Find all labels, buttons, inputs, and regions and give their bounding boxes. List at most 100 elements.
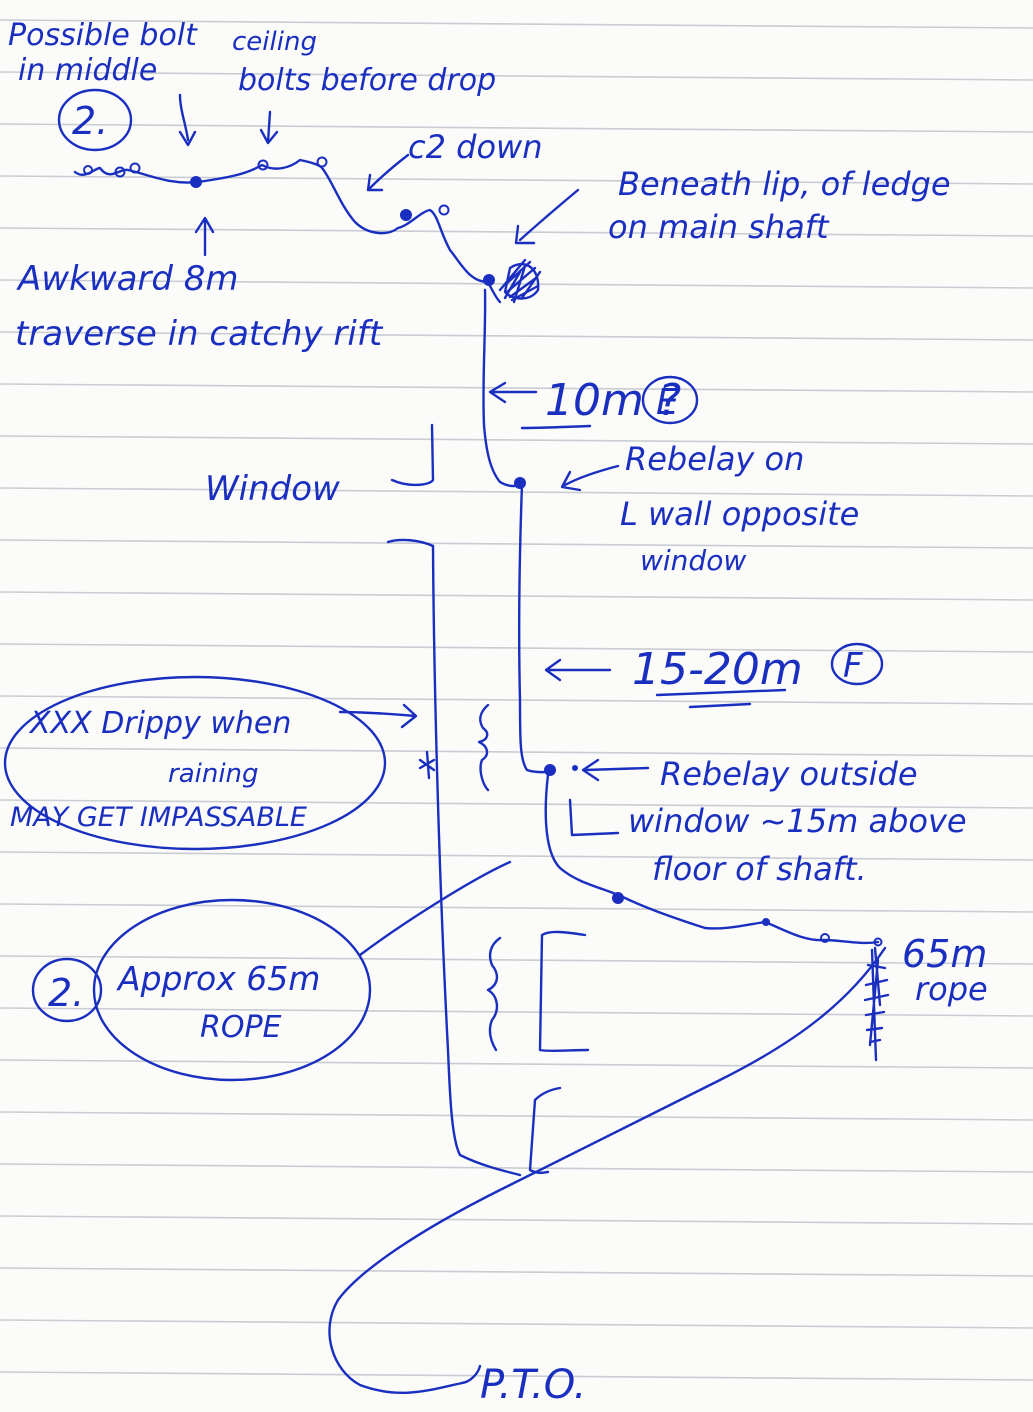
ruled-line	[0, 1163, 1033, 1173]
circle-two-top	[57, 88, 133, 152]
approx-rope-bubble	[92, 898, 372, 1082]
circle-two-top-label: 2.	[72, 99, 108, 143]
ruled-line	[0, 955, 1033, 965]
bolt	[762, 918, 770, 926]
main-rope-middle	[517, 482, 550, 774]
ruled-line	[0, 643, 1033, 653]
pto-label: P.T.O.	[480, 1362, 586, 1408]
bolt	[820, 933, 830, 943]
traverse-line	[73, 158, 490, 284]
brace-two	[486, 936, 502, 1052]
c2-down-label: c2 down	[408, 128, 542, 166]
approx-rope-pointer	[358, 860, 512, 957]
ruled-line	[0, 1371, 1033, 1381]
bolts	[83, 156, 883, 947]
label-e: E	[656, 382, 679, 423]
drippy-label: raining	[168, 759, 259, 789]
rope-65m-label: rope	[915, 970, 988, 1008]
circle-two-bottom-label: 2.	[48, 971, 84, 1015]
window-l-mark	[568, 798, 620, 837]
ceiling-bolts-label: ceiling	[232, 27, 317, 57]
ruled-line	[0, 1215, 1033, 1225]
bolt	[612, 892, 624, 904]
drippy-label: XXX Drippy when	[28, 706, 291, 741]
main-rope-upper	[482, 288, 524, 488]
brace-one	[477, 703, 490, 792]
ruled-line	[0, 331, 1033, 341]
ten-m-label: 10m ?	[545, 375, 681, 426]
xxx-marker	[418, 750, 436, 780]
bolt	[483, 274, 495, 286]
beneath-lip-label: Beneath lip, of ledge	[618, 165, 951, 203]
underline-15-20m	[655, 688, 787, 709]
bolt	[544, 764, 556, 776]
ruled-line	[0, 487, 1033, 497]
bolt	[316, 156, 328, 168]
ruled-line	[0, 1111, 1033, 1121]
ruled-line	[0, 695, 1033, 705]
window-bracket	[386, 538, 435, 548]
possible-bolt-label: Possible bolt	[8, 18, 198, 53]
ruled-line	[0, 1007, 1033, 1017]
arrow-ceiling-bolts	[259, 110, 279, 145]
ruled-line	[0, 1319, 1033, 1329]
ruled-line	[0, 851, 1033, 861]
shaft-wall-left	[431, 544, 522, 1177]
ruled-line	[0, 799, 1033, 809]
awkward-label: traverse in catchy rift	[15, 314, 384, 354]
arrow-rebelay-window	[581, 758, 650, 782]
ruled-line	[0, 539, 1033, 549]
ledge-blob	[503, 262, 540, 300]
ruled-line	[0, 1267, 1033, 1277]
rope-scribble	[863, 946, 890, 1062]
ruled-line	[0, 19, 1033, 29]
arrow-beneath-lip	[514, 188, 580, 245]
bolt	[257, 159, 269, 171]
drippy-bubble	[3, 675, 387, 851]
bolt	[400, 209, 412, 221]
circle-e	[641, 375, 699, 425]
pto-hook	[460, 1364, 482, 1385]
arrow-rebelay-left	[560, 464, 620, 492]
bolt	[438, 204, 450, 216]
ruled-line	[0, 175, 1033, 185]
awkward-label: Awkward 8m	[16, 259, 239, 299]
underline-10m	[520, 424, 592, 430]
bolt	[572, 765, 578, 771]
bolt	[83, 165, 93, 175]
ruled-line	[0, 591, 1033, 601]
arrow-10m	[488, 381, 538, 404]
fifteen-twenty-label: 15-20m	[632, 644, 803, 695]
pto-loop	[328, 946, 887, 1394]
arrow-15-20m	[544, 658, 612, 682]
ruled-line	[0, 747, 1033, 757]
rift-bracket-top	[390, 423, 435, 487]
ceiling-bolts-label: bolts before drop	[238, 63, 496, 98]
rope-65m-label: 65m	[902, 932, 987, 976]
lower-bracket	[538, 930, 590, 1053]
arrow-possible-bolt	[178, 93, 197, 147]
ruled-line	[0, 1059, 1033, 1069]
bolt	[514, 477, 526, 489]
ledge-scribble	[498, 258, 542, 304]
rebelay-window-label: window ~15m above	[628, 802, 967, 840]
possible-bolt-label: in middle	[18, 53, 157, 88]
ruled-line	[0, 123, 1033, 133]
ruled-lines	[0, 19, 1033, 1381]
arrow-drippy	[338, 703, 418, 729]
window-label: Window	[205, 469, 340, 509]
circle-two-bottom	[31, 957, 103, 1023]
rebelay-left-label: L wall opposite	[620, 495, 859, 533]
arrow-awkward	[194, 216, 215, 257]
lower-rope	[544, 773, 880, 945]
rebelay-left-label: window	[640, 544, 746, 577]
ruled-line	[0, 383, 1033, 393]
circle-f	[830, 642, 884, 686]
approx-rope-label: Approx 65m	[116, 959, 320, 998]
bolt	[129, 162, 141, 174]
rebelay-left-label: Rebelay on	[625, 440, 804, 478]
ruled-line	[0, 71, 1033, 81]
rebelay-window-label: floor of shaft.	[652, 850, 867, 888]
